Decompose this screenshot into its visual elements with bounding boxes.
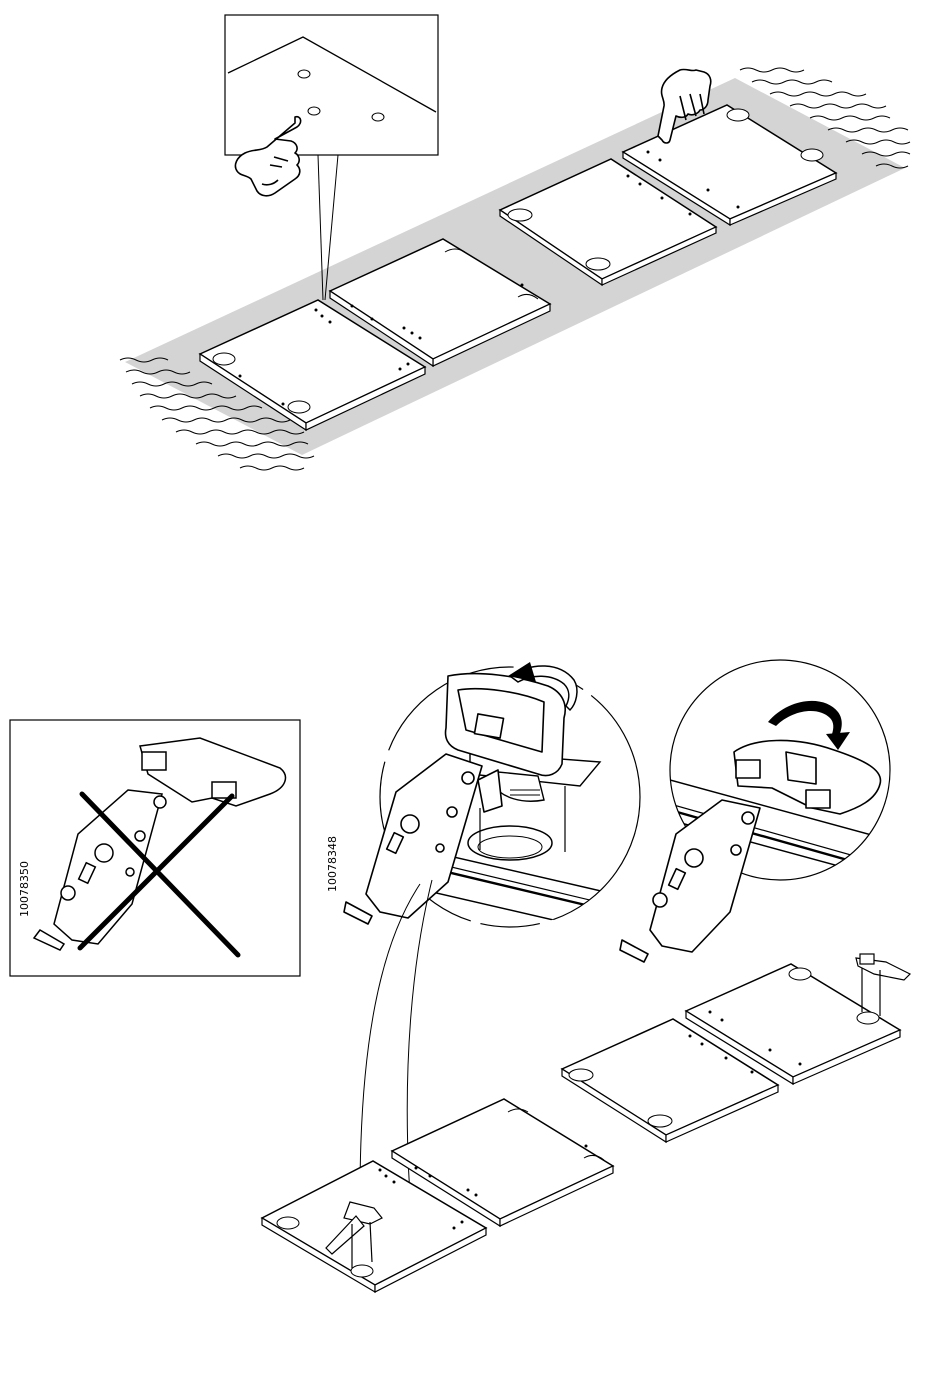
step-bottom: 10078350	[10, 660, 910, 1292]
hinge-small	[856, 954, 910, 1016]
wrong-code-label: 10078350	[18, 861, 31, 917]
detail-code-label: 10078348	[326, 836, 339, 892]
wrong-orientation-callout: 10078350	[10, 720, 300, 976]
hinge-arm	[620, 800, 760, 962]
detail-callout-left: 10078348	[326, 662, 640, 940]
detail-callout-right	[620, 660, 890, 962]
step-top	[120, 15, 910, 470]
